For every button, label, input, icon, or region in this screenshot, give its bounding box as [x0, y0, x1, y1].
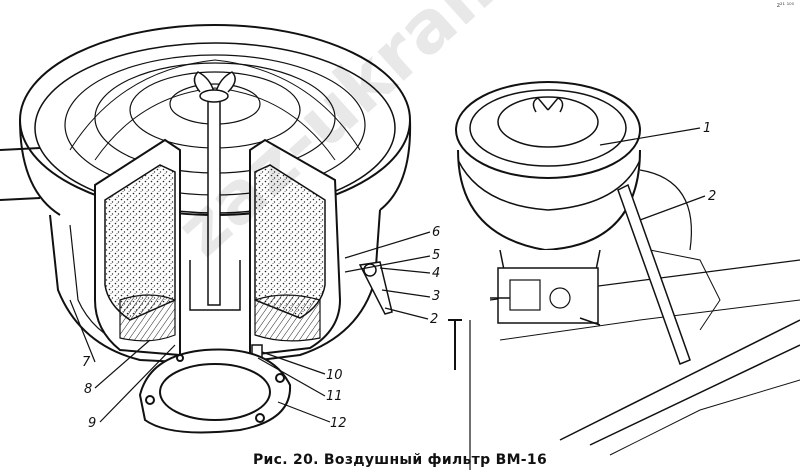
installed-filter: [448, 81, 800, 470]
callout-1: 1: [703, 121, 711, 136]
callout-2-right: 2: [708, 189, 716, 204]
callout-6: 6: [432, 225, 440, 240]
gasket: [138, 348, 292, 434]
callout-3: 3: [432, 289, 440, 304]
callout-9: 9: [88, 416, 96, 431]
callout-leaders-right: [599, 127, 706, 221]
callout-11: 11: [326, 389, 343, 404]
callout-leaders-left: [69, 231, 431, 423]
callout-8: 8: [84, 382, 92, 397]
cutaway-filter: [0, 24, 412, 363]
callout-12: 12: [330, 416, 347, 431]
callout-2-left: 2: [430, 312, 438, 327]
callout-5: 5: [432, 248, 440, 263]
corner-mark: z²¹ ¹⁰⁰: [776, 2, 794, 9]
callout-labels: 6 5 4 3 2 7 8 9 10 11 12 1 2: [82, 121, 716, 431]
callout-10: 10: [326, 368, 343, 383]
figure-caption: Рис. 20. Воздушный фильтр ВМ-16: [253, 452, 547, 468]
callout-4: 4: [432, 266, 440, 281]
callout-7: 7: [82, 355, 91, 370]
